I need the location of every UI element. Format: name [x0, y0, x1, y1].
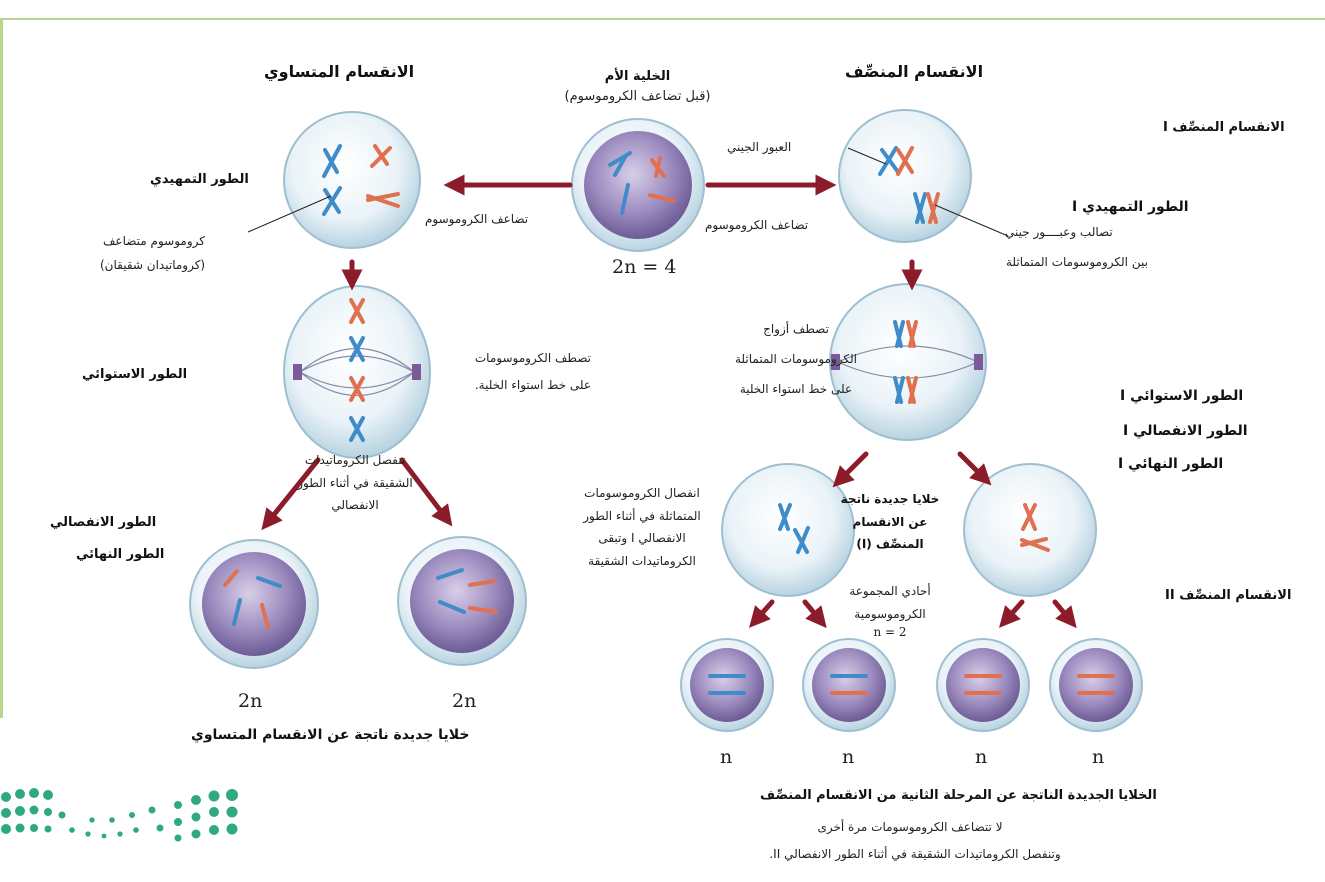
meiosis-note-2: وتنفصل الكروماتيدات الشقيقة في أثناء الط…	[769, 847, 1061, 861]
arrow-meiosis-left	[832, 451, 869, 488]
meiosis-note-1: لا تتضاعف الكروموسومات مرة أخرى	[817, 820, 1003, 834]
arrow-meiosis-ii-3	[999, 599, 1025, 628]
meiosis-i-daughter-cell-right	[963, 463, 1097, 597]
mitosis-metaphase-desc: تصطف الكروموسومات على خط استواء الخلية.	[474, 351, 591, 392]
meiosis-anaphase-desc: انفصال الكروموسومات المتماثلة في أثناء ا…	[583, 486, 701, 568]
arrow-mitosis-left	[261, 457, 321, 531]
process-arrows	[261, 174, 1077, 629]
mitosis-ploidy-right: 2n	[452, 690, 477, 712]
label-replication-meiosis: تضاعف الكروموسوم	[705, 218, 809, 232]
crossing-over-label: العبور الجيني	[727, 140, 792, 154]
label-replication-mitosis: تضاعف الكروموسوم	[425, 212, 529, 226]
mother-cell	[571, 118, 705, 252]
n-equals-2-label: n = 2	[873, 625, 907, 639]
meiosis-prophase-i-cell	[838, 109, 1009, 243]
mitosis-title: الانقسام المتساوي	[264, 62, 415, 81]
synapsis-label: تصالب وعبــــور جيني	[1005, 225, 1113, 239]
meiosis-ii-label: الانقسام المنصِّف II	[1165, 588, 1292, 603]
mitosis-telophase-label: الطور النهائي	[76, 547, 165, 562]
mother-cell-subtitle: (قبل تضاعف الكروموسوم)	[564, 89, 711, 104]
arrow-meiosis-ii-1	[749, 599, 775, 628]
mitosis-ploidy-left: 2n	[238, 690, 263, 712]
label-2n-equals-4: 2n = 4	[612, 256, 677, 278]
meiosis-metaphase-desc: تصطف أزواج الكروموسومات المتماثلة على خط…	[735, 322, 857, 396]
haploid-label: أحادي المجموعة الكروموسومية	[849, 584, 931, 621]
meiosis-ii-daughter-cell-1	[680, 638, 774, 732]
meiosis-ii-daughter-cell-2	[802, 638, 896, 732]
mother-cell-title: الخلية الأم	[604, 69, 671, 84]
mitosis-metaphase-label: الطور الاستوائي	[82, 367, 188, 382]
mitosis-prophase-label: الطور التمهيدي	[150, 172, 249, 187]
meiosis-ii-result-title: الخلايا الجديدة الناتجة عن المرحلة الثان…	[760, 788, 1157, 803]
publisher-logo	[1, 788, 238, 842]
mitosis-prophase-cell	[247, 111, 421, 249]
left-frame-border	[0, 18, 3, 718]
between-homologous-label: بين الكروموسومات المتماثلة	[1006, 255, 1148, 269]
mitosis-metaphase-cell	[283, 285, 431, 459]
meiosis-anaphase-i-label: الطور الانفصالي I	[1123, 423, 1248, 439]
arrow-mitosis-right	[399, 457, 453, 527]
meiosis-i-daughter-cell-left	[721, 463, 855, 597]
duplicated-chromosome-label: كروموسوم متضاعف	[103, 234, 205, 248]
mitosis-anaphase-label: الطور الانفصالي	[50, 515, 157, 530]
mitosis-result-title: خلايا جديدة ناتجة عن الانقسام المتساوي	[191, 727, 470, 743]
meiosis-metaphase-i-cell	[829, 283, 987, 441]
mitosis-daughter-cell-left	[189, 539, 319, 669]
meiosis-ploidy-4: n	[1092, 746, 1105, 768]
meiosis-metaphase-i-label: الطور الاستوائي I	[1120, 388, 1244, 404]
meiosis-ii-daughter-cell-4	[1049, 638, 1143, 732]
meiosis-ii-daughter-cell-3	[936, 638, 1030, 732]
meiosis-ploidy-2: n	[842, 746, 855, 768]
meiosis-i-label: الانقسام المنصِّف I	[1163, 120, 1285, 135]
arrow-meiosis-ii-2	[802, 599, 827, 629]
meiosis-title: الانقسام المنصِّف	[845, 62, 984, 81]
sister-chromatids-label: (كروماتيدان شقيقان)	[100, 258, 206, 272]
arrow-meiosis-ii-4	[1052, 599, 1077, 629]
meiosis-ploidy-3: n	[975, 746, 988, 768]
meiosis-telophase-i-label: الطور النهائي I	[1118, 456, 1224, 472]
meiosis-ploidy-1: n	[720, 746, 733, 768]
meiosis-i-result-label: خلايا جديدة ناتجة عن الانقسام المنصِّف (…	[840, 492, 940, 551]
meiosis-prophase-i-label: الطور التمهيدي I	[1072, 199, 1189, 215]
arrow-meiosis-right	[957, 451, 992, 486]
top-frame-border	[0, 0, 1325, 20]
mitosis-anaphase-desc: تنفصل الكروماتيدات الشقيقة في أثناء الطو…	[297, 453, 413, 512]
mitosis-daughter-cell-right	[397, 536, 527, 666]
